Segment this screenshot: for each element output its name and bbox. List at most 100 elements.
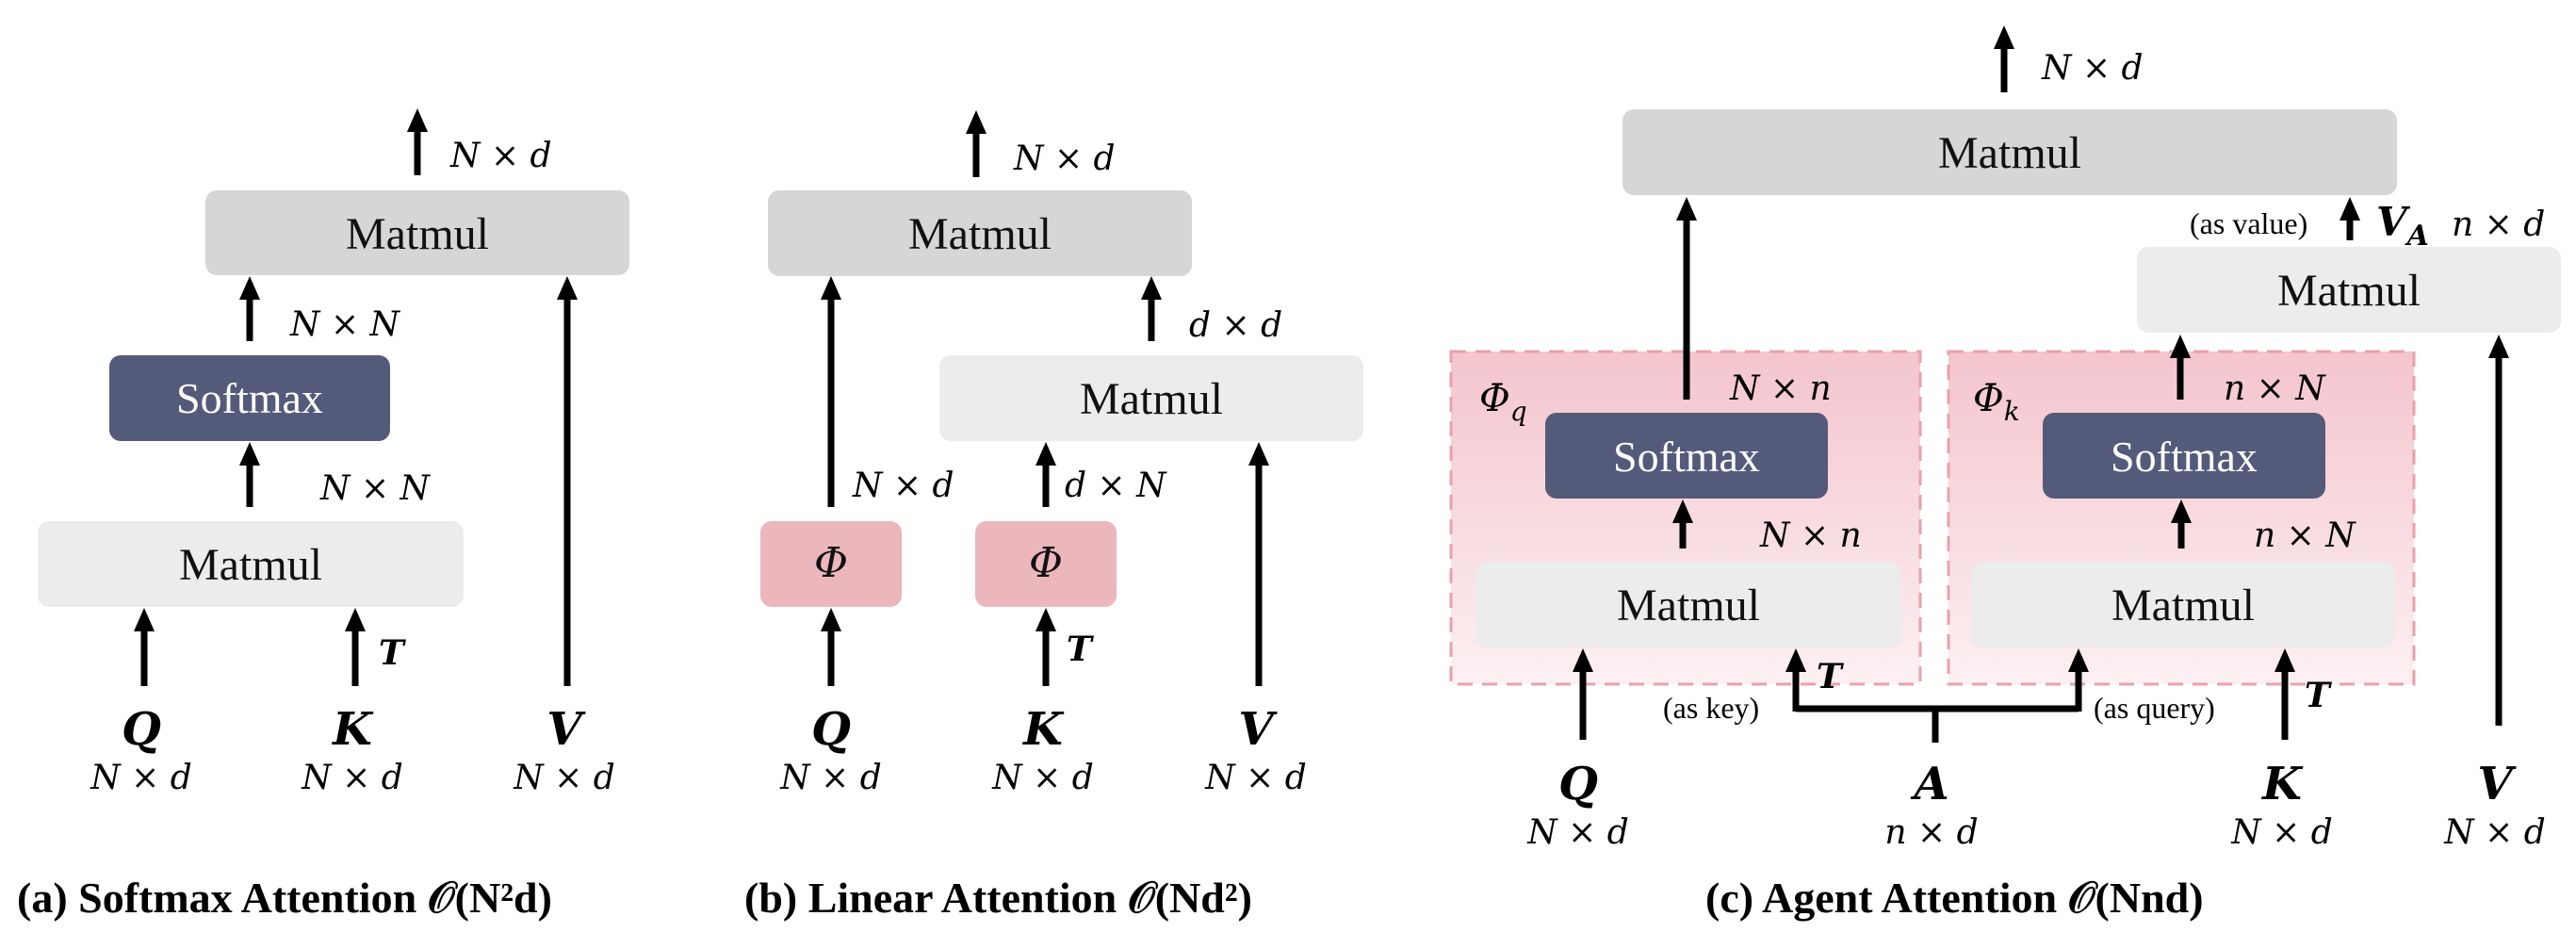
arrow-value-to-matmul	[2340, 197, 2360, 240]
dim-v: N × d	[2443, 813, 2546, 852]
matmul-box-top	[1622, 109, 2397, 195]
dim-output: N × d	[1013, 139, 1116, 178]
matmul-label-kv: Matmul	[1080, 374, 1223, 424]
arrow-v	[1248, 442, 1269, 686]
dim-phi-k-out: d × N	[1065, 466, 1167, 505]
input-k: K	[1021, 703, 1065, 756]
arrow-output	[966, 110, 986, 177]
panel-agent-attention: Matmul Matmul Softmax Softmax Matmul Mat…	[1449, 25, 2561, 922]
matmul-label-top: Matmul	[1938, 128, 2081, 178]
transpose-label: T	[379, 633, 406, 673]
panel-linear-attention: Matmul Matmul Φ Φ N × d d × d N × d d × …	[744, 110, 1363, 922]
caption-c: (c) Agent Attention 𝒪(Nnd)	[1705, 874, 2204, 922]
panel-softmax-attention: Matmul Softmax Matmul N × d N × N N × N …	[17, 108, 629, 922]
arrow-q	[821, 608, 841, 686]
dim-matmul-out: N × N	[319, 469, 432, 508]
softmax-box	[109, 355, 390, 441]
matmul-label-bottom: Matmul	[179, 540, 322, 590]
matmul-label-q: Matmul	[1617, 581, 1760, 630]
dim-kv-out: d × d	[1189, 306, 1282, 345]
arrow-v	[557, 276, 578, 686]
dim-v: N × d	[1204, 759, 1307, 797]
arrow-softmax-to-matmul	[239, 276, 260, 341]
arrow-matmul-k-to-softmax	[2171, 499, 2192, 548]
dim-k: N × d	[301, 759, 403, 797]
arrow-q	[1573, 648, 1593, 740]
dim-q: N × d	[1526, 813, 1629, 852]
softmax-label-q: Softmax	[1613, 433, 1760, 481]
agent-fork	[1785, 648, 2089, 743]
matmul-box-k	[1971, 562, 2395, 647]
dim-a: n × d	[1884, 813, 1978, 852]
caption-a: (a) Softmax Attention 𝒪(N²d)	[17, 874, 552, 922]
arrow-output	[1994, 25, 2014, 92]
phi-box-k	[975, 521, 1117, 607]
dim-q: N × d	[779, 759, 882, 797]
phi-label-k: Φ	[1029, 539, 1063, 587]
agent-value-label: VA	[2376, 199, 2429, 253]
as-query-label: (as query)	[2094, 691, 2215, 725]
arrow-k	[2274, 648, 2295, 740]
input-v: V	[1238, 703, 1278, 756]
arrow-phi-q-to-matmul	[821, 276, 841, 507]
arrow-k	[1035, 608, 1056, 686]
phi-k-label: Φk	[1973, 377, 2020, 427]
arrow-softmax-k-to-value	[2170, 335, 2191, 400]
matmul-box-top	[768, 190, 1192, 276]
dim-softmax-q-out: N × n	[1729, 369, 1832, 408]
softmax-box-q	[1545, 413, 1828, 499]
arrow-kv-to-matmul	[1141, 276, 1162, 341]
input-q: Q	[1558, 758, 1598, 810]
arrow-q	[134, 608, 155, 686]
input-v: V	[2477, 758, 2517, 810]
dim-softmax-out: N × N	[289, 305, 401, 344]
dim-matmul-q-out: N × n	[1759, 516, 1862, 555]
softmax-box-k	[2043, 413, 2325, 499]
input-q: Q	[122, 703, 161, 756]
transpose-label-q: T	[1817, 657, 1844, 696]
arrow-softmax-q-to-matmul	[1676, 197, 1697, 400]
dim-k: N × d	[991, 759, 1094, 797]
matmul-label-top: Matmul	[346, 209, 489, 259]
as-key-label: (as key)	[1663, 691, 1759, 725]
arrow-matmul-to-softmax	[239, 442, 260, 507]
arrow-matmul-q-to-softmax	[1672, 499, 1693, 548]
softmax-label-k: Softmax	[2111, 433, 2258, 481]
transpose-label-k: T	[2305, 676, 2332, 715]
matmul-label-k: Matmul	[2111, 581, 2255, 630]
matmul-box-value	[2137, 247, 2561, 333]
phi-q-label: Φq	[1479, 377, 1527, 427]
input-q: Q	[811, 703, 851, 756]
input-v: V	[546, 703, 586, 756]
dim-q: N × d	[90, 759, 192, 797]
matmul-box-bottom	[38, 521, 464, 607]
arrow-phi-k-to-kv	[1035, 442, 1056, 507]
dim-phi-q-out: N × d	[852, 466, 954, 505]
caption-b: (b) Linear Attention 𝒪(Nd²)	[744, 874, 1252, 922]
dim-agent-value: n × d	[2452, 205, 2545, 244]
dim-matmul-k-out: n × N	[2254, 516, 2356, 555]
matmul-box-kv	[939, 355, 1363, 441]
input-a: A	[1910, 758, 1948, 810]
dim-output: N × d	[449, 137, 552, 175]
input-k: K	[2260, 758, 2304, 810]
arrow-k	[345, 608, 366, 686]
phi-box-q	[760, 521, 902, 607]
dim-k: N × d	[2230, 813, 2333, 852]
matmul-label-value: Matmul	[2277, 266, 2421, 316]
dim-v: N × d	[513, 759, 615, 797]
softmax-label: Softmax	[176, 374, 323, 422]
arrow-output	[407, 108, 428, 175]
as-value-label: (as value)	[2190, 206, 2307, 240]
matmul-box-top	[205, 190, 629, 275]
matmul-label-top: Matmul	[908, 209, 1052, 259]
matmul-box-q	[1475, 562, 1901, 647]
arrow-v	[2488, 335, 2509, 726]
phi-label-q: Φ	[814, 539, 848, 587]
input-k: K	[331, 703, 374, 756]
dim-softmax-k-out: n × N	[2224, 369, 2326, 408]
transpose-label: T	[1067, 630, 1094, 669]
dim-output: N × d	[2041, 49, 2144, 88]
